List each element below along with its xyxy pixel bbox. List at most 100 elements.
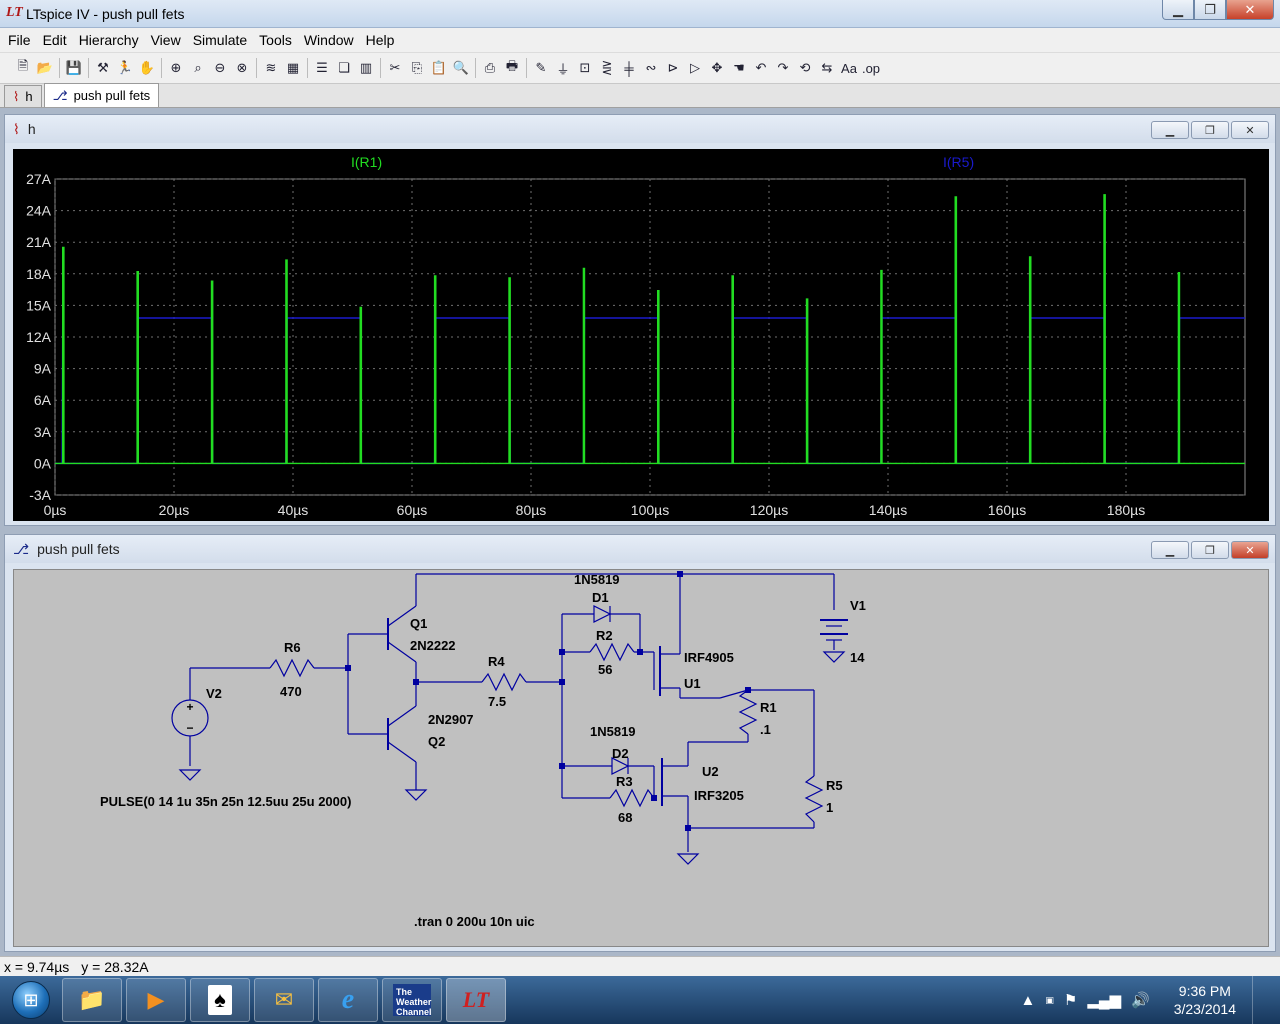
pan-icon[interactable]: ⌕ bbox=[194, 60, 202, 75]
paste-icon[interactable]: 📋 bbox=[430, 60, 448, 75]
save-icon[interactable]: 💾 bbox=[65, 60, 83, 75]
ltspice-icon: LT bbox=[462, 987, 490, 1012]
waveform-window-title: h bbox=[27, 121, 36, 137]
volume-icon[interactable]: 🔊 bbox=[1131, 992, 1150, 1009]
minimize-button[interactable]: ▁ bbox=[1162, 0, 1194, 20]
taskbar-explorer[interactable]: 📁 bbox=[62, 978, 122, 1022]
component-icon[interactable]: ▷ bbox=[690, 60, 700, 75]
r1-resistor-symbol bbox=[738, 689, 758, 735]
open-icon[interactable]: 📂 bbox=[36, 60, 54, 75]
r6-label: R6 bbox=[284, 640, 301, 655]
close-button[interactable]: ✕ bbox=[1226, 0, 1274, 20]
menu-file[interactable]: File bbox=[8, 32, 31, 48]
menu-tools[interactable]: Tools bbox=[259, 32, 292, 48]
taskbar-solitaire[interactable]: ♠ bbox=[190, 978, 250, 1022]
toolbar-separator bbox=[475, 58, 476, 78]
cascade-icon[interactable]: ❏ bbox=[338, 60, 350, 75]
schematic-drawing[interactable]: V2 + − R6 470 Q1 2N2222 2N2907 Q2 R4 7.5… bbox=[14, 570, 1268, 946]
system-clock[interactable]: 9:36 PM 3/23/2014 bbox=[1174, 982, 1236, 1018]
junction-dot bbox=[345, 665, 351, 671]
tile-vertical-icon[interactable]: ▥ bbox=[359, 60, 373, 75]
tran-directive[interactable]: .tran 0 200u 10n uic bbox=[414, 914, 535, 929]
restore-button[interactable]: ❐ bbox=[1191, 541, 1229, 559]
cut-icon[interactable]: ✂ bbox=[389, 60, 401, 75]
menu-hierarchy[interactable]: Hierarchy bbox=[78, 32, 139, 48]
zoom-fit-icon[interactable]: ⊗ bbox=[236, 60, 248, 75]
run-icon[interactable]: 🏃 bbox=[116, 60, 134, 75]
windows-logo-icon: ⊞ bbox=[12, 981, 50, 1019]
toolbar-separator bbox=[256, 58, 257, 78]
menu-simulate[interactable]: Simulate bbox=[192, 32, 248, 48]
status-bar: x = 9.74µs y = 28.32A bbox=[0, 956, 1280, 976]
weather-tray-icon[interactable]: ▣ bbox=[1045, 994, 1054, 1005]
maximize-button[interactable]: ❐ bbox=[1194, 0, 1226, 20]
ground-icon[interactable]: ⏚ bbox=[556, 61, 570, 77]
start-button[interactable]: ⊞ bbox=[4, 978, 58, 1022]
label-net-icon[interactable]: ⊡ bbox=[579, 60, 591, 75]
tab-waveform[interactable]: ⌇ h bbox=[4, 85, 42, 107]
zoom-in-icon[interactable]: ⊕ bbox=[170, 60, 182, 75]
close-button[interactable]: ✕ bbox=[1231, 541, 1269, 559]
move-icon[interactable]: ✥ bbox=[711, 60, 723, 75]
y-tick-label: 21A bbox=[26, 234, 52, 250]
tile-horizontal-icon[interactable]: ☰ bbox=[316, 60, 328, 75]
draw-wire-icon[interactable]: ✎ bbox=[535, 60, 547, 75]
redo-icon[interactable]: ↷ bbox=[777, 60, 789, 75]
toolbar-separator bbox=[88, 58, 89, 78]
print-icon[interactable]: 🖶 bbox=[505, 58, 519, 73]
minimize-button[interactable]: ▁ bbox=[1151, 541, 1189, 559]
trace-label-ir1[interactable]: I(R1) bbox=[351, 154, 382, 170]
spice-directive-icon[interactable]: .op bbox=[861, 60, 881, 76]
control-panel-icon[interactable]: ⚒ bbox=[97, 60, 109, 75]
new-schematic-icon[interactable]: 🗎 bbox=[17, 58, 29, 73]
autorange-icon[interactable]: ≋ bbox=[265, 60, 277, 75]
taskbar-outlook[interactable]: ✉ bbox=[254, 978, 314, 1022]
q1-label: Q1 bbox=[410, 616, 427, 631]
menu-view[interactable]: View bbox=[150, 32, 181, 48]
schematic-window-titlebar[interactable]: ⎇ push pull fets bbox=[5, 535, 1275, 563]
capacitor-icon[interactable]: ╪ bbox=[624, 60, 634, 76]
r4-label: R4 bbox=[488, 654, 505, 669]
taskbar-ltspice[interactable]: LT bbox=[446, 978, 506, 1022]
show-desktop-button[interactable] bbox=[1252, 976, 1264, 1024]
halt-icon[interactable]: ✋ bbox=[138, 60, 156, 75]
taskbar-weather-channel[interactable]: The Weather Channel bbox=[382, 978, 442, 1022]
taskbar-media-player[interactable]: ▶ bbox=[126, 978, 186, 1022]
schematic-window: ⎇ push pull fets ▁ ❐ ✕ bbox=[4, 534, 1276, 952]
y-tick-label: 6A bbox=[34, 392, 52, 408]
print-setup-icon[interactable]: ⎙ bbox=[484, 60, 496, 75]
find-icon[interactable]: 🔍 bbox=[452, 60, 470, 75]
show-hidden-icons-icon[interactable]: ▲ bbox=[1020, 991, 1036, 1009]
r6-resistor-symbol bbox=[269, 658, 315, 678]
diode-icon[interactable]: ⊳ bbox=[667, 60, 679, 75]
undo-icon[interactable]: ↶ bbox=[755, 60, 767, 75]
mirror-icon[interactable]: ⇆ bbox=[821, 60, 833, 75]
tab-schematic[interactable]: ⎇ push pull fets bbox=[43, 83, 160, 107]
trace-label-ir5[interactable]: I(R5) bbox=[943, 154, 974, 170]
v2-pulse-spec: PULSE(0 14 1u 35n 25n 12.5uu 25u 2000) bbox=[100, 794, 351, 809]
menu-window[interactable]: Window bbox=[303, 32, 354, 48]
menu-edit[interactable]: Edit bbox=[42, 32, 67, 48]
waveform-window-titlebar[interactable]: ⌇ h bbox=[5, 115, 1275, 143]
drag-icon[interactable]: ☚ bbox=[733, 60, 745, 75]
close-button[interactable]: ✕ bbox=[1231, 121, 1269, 139]
copy-icon[interactable]: ⎘ bbox=[411, 60, 423, 75]
restore-button[interactable]: ❐ bbox=[1191, 121, 1229, 139]
minimize-button[interactable]: ▁ bbox=[1151, 121, 1189, 139]
plot-settings-icon[interactable]: ▦ bbox=[286, 60, 300, 75]
menu-help[interactable]: Help bbox=[365, 32, 395, 48]
network-signal-icon[interactable]: ▂▄▆ bbox=[1087, 992, 1122, 1009]
clock-date: 3/23/2014 bbox=[1173, 1001, 1236, 1017]
inductor-icon[interactable]: ∾ bbox=[645, 60, 657, 75]
resistor-icon[interactable]: ⋛ bbox=[601, 60, 613, 75]
taskbar-internet-explorer[interactable]: e bbox=[318, 978, 378, 1022]
action-center-flag-icon[interactable]: ⚑ bbox=[1063, 992, 1078, 1009]
text-icon[interactable]: Aa bbox=[841, 60, 857, 76]
u2-label: U2 bbox=[702, 764, 719, 779]
zoom-out-icon[interactable]: ⊖ bbox=[214, 60, 226, 75]
r5-value: 1 bbox=[826, 800, 833, 815]
schematic-canvas[interactable]: V2 + − R6 470 Q1 2N2222 2N2907 Q2 R4 7.5… bbox=[13, 569, 1269, 947]
rotate-icon[interactable]: ⟲ bbox=[799, 60, 811, 75]
